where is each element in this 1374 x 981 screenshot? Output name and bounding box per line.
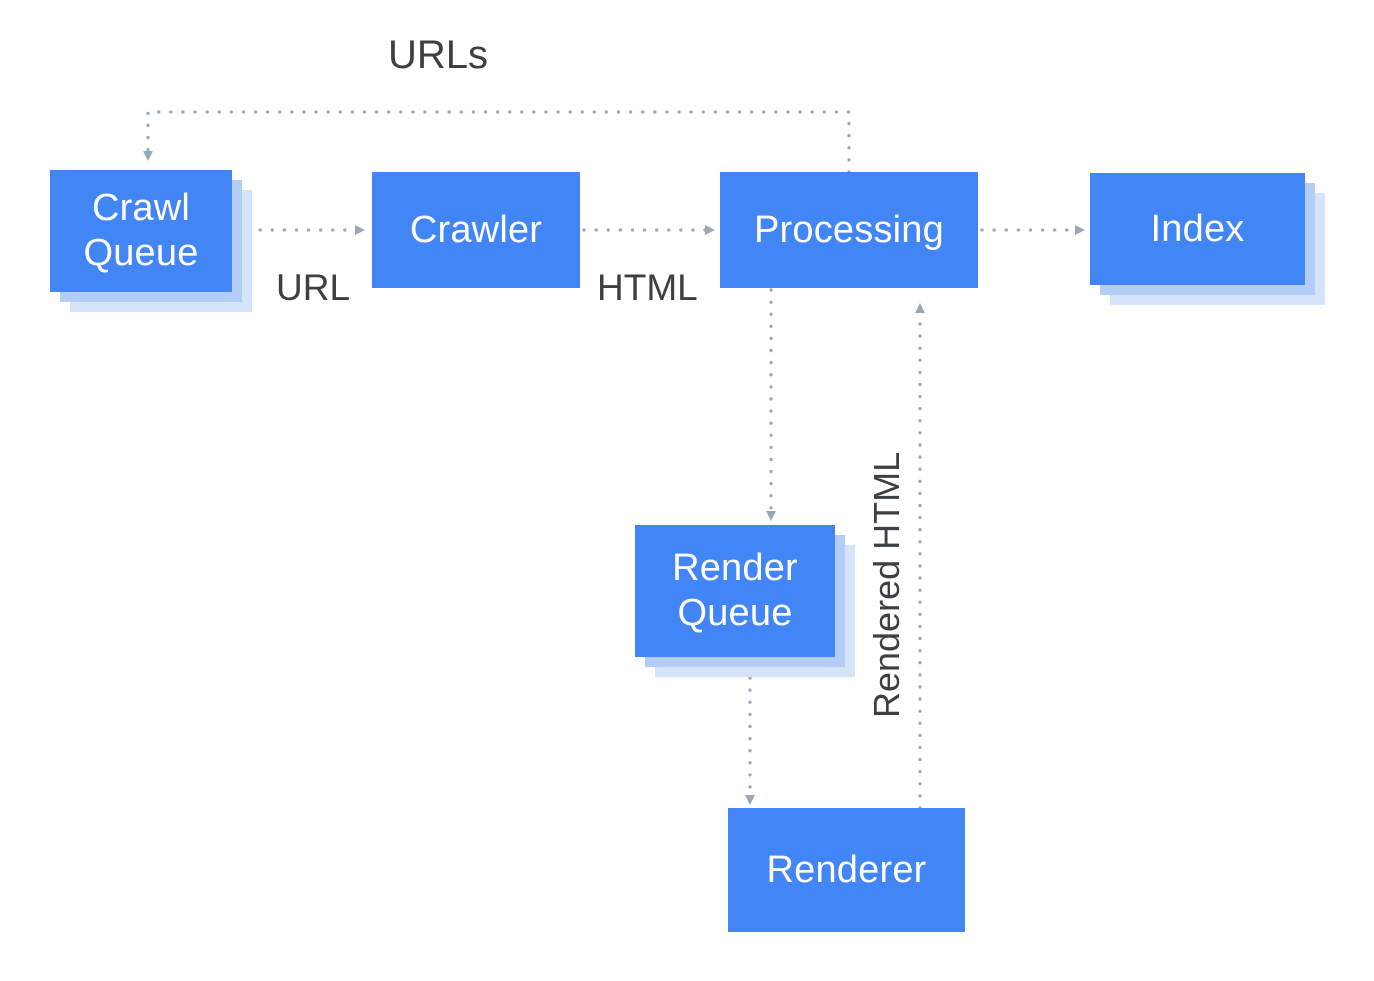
edge-label-html: HTML bbox=[597, 267, 698, 308]
index-label: Index bbox=[1150, 207, 1245, 250]
node-render-queue[interactable]: Render Queue bbox=[635, 525, 835, 657]
crawl-queue-label-line1: Crawl bbox=[91, 187, 191, 230]
node-crawler[interactable]: Crawler bbox=[372, 172, 580, 288]
edge-label-rendered-html: Rendered HTML bbox=[866, 451, 907, 718]
edge-urls bbox=[143, 110, 851, 174]
renderer-label: Renderer bbox=[766, 848, 927, 891]
render-queue-label-line2: Queue bbox=[677, 592, 793, 634]
index-label-wrap: Index bbox=[1090, 173, 1305, 285]
edge-label-urls: URLs bbox=[388, 33, 489, 77]
render-queue-label-line1: Render bbox=[672, 547, 798, 590]
crawler-label-wrap: Crawler bbox=[372, 172, 580, 288]
processing-label: Processing bbox=[754, 208, 944, 251]
crawl-queue-label-wrap: Crawl Queue bbox=[50, 170, 232, 292]
renderer-label-wrap: Renderer bbox=[728, 808, 965, 932]
node-processing[interactable]: Processing bbox=[720, 172, 978, 288]
render-queue-label-wrap: Render Queue bbox=[635, 525, 835, 657]
node-renderer[interactable]: Renderer bbox=[728, 808, 965, 932]
edge-label-url: URL bbox=[276, 267, 351, 308]
crawl-queue-label-line2: Queue bbox=[83, 232, 199, 274]
node-crawl-queue[interactable]: Crawl Queue bbox=[50, 170, 232, 292]
crawler-label: Crawler bbox=[409, 208, 543, 251]
node-index[interactable]: Index bbox=[1090, 173, 1305, 285]
processing-label-wrap: Processing bbox=[720, 172, 978, 288]
